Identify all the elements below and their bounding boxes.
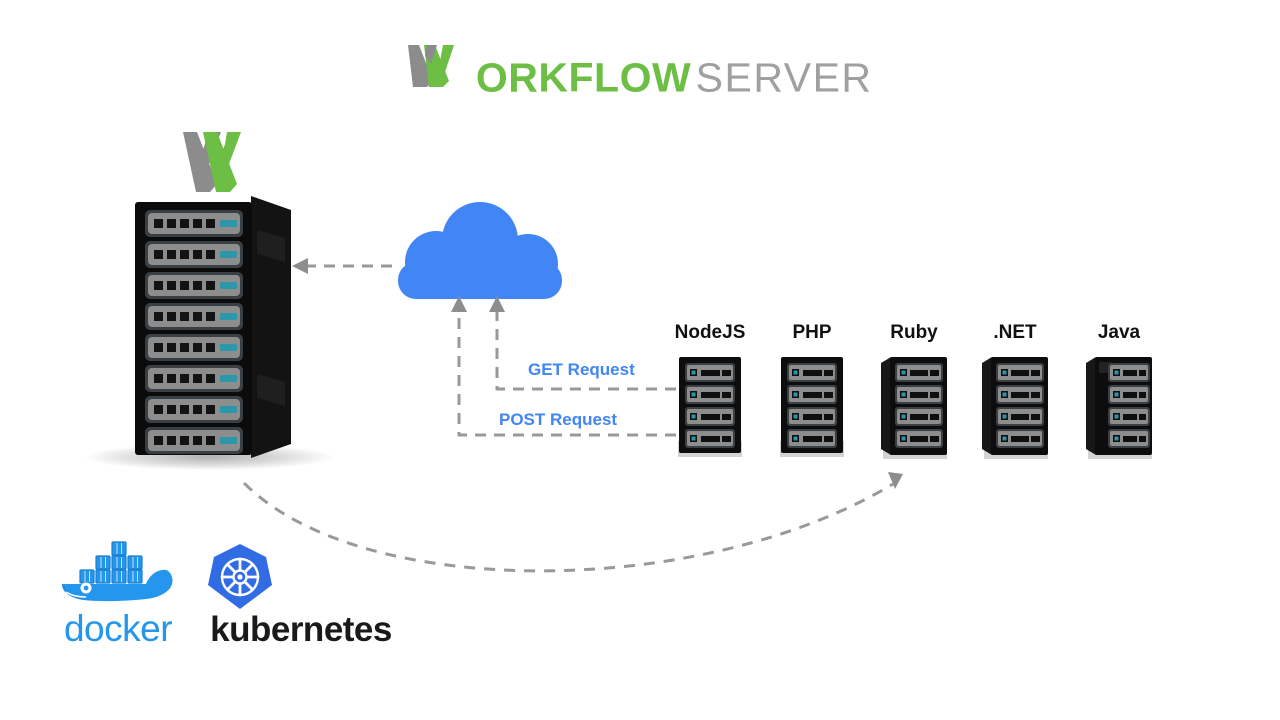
post-request-connector xyxy=(451,296,676,437)
server-label-dotnet: .NET xyxy=(993,322,1037,343)
kubernetes-helm-icon xyxy=(208,544,272,609)
server-column-ruby[interactable]: Ruby xyxy=(864,322,964,468)
docker-whale-icon xyxy=(62,541,173,602)
kubernetes-wordmark: kubernetes xyxy=(210,610,392,649)
network-cloud xyxy=(398,202,562,299)
server-label-java: Java xyxy=(1097,322,1141,343)
server-label-php: PHP xyxy=(792,322,832,343)
page-title: ORKFLOW SERVER xyxy=(0,44,1280,101)
title-primary-word: ORKFLOW xyxy=(475,54,692,101)
server-column-java[interactable]: Java xyxy=(1069,322,1169,468)
container-platform-to-farm-connector xyxy=(242,472,903,573)
docker-wordmark: docker xyxy=(63,608,173,649)
workflow-logo-icon xyxy=(408,45,455,87)
server-label-nodejs: NodeJS xyxy=(674,322,746,343)
server-node-nodejs xyxy=(678,357,742,457)
server-label-ruby: Ruby xyxy=(890,322,938,343)
server-node-dotnet xyxy=(982,357,1048,459)
server-column-dotnet[interactable]: .NET xyxy=(965,322,1065,468)
workflow-server-rack xyxy=(135,196,291,458)
server-node-php xyxy=(780,357,844,457)
cloud-to-server-response-connector xyxy=(292,258,392,274)
brand-mark-icon xyxy=(183,132,241,192)
get-request-label: GET Request xyxy=(528,360,635,379)
server-column-php[interactable]: PHP xyxy=(762,322,862,465)
server-node-ruby xyxy=(881,357,947,459)
server-node-java xyxy=(1086,357,1152,459)
server-column-nodejs[interactable]: NodeJS xyxy=(660,322,760,465)
title-secondary-word: SERVER xyxy=(695,54,873,101)
get-request-connector xyxy=(489,296,676,391)
post-request-label: POST Request xyxy=(499,410,618,429)
